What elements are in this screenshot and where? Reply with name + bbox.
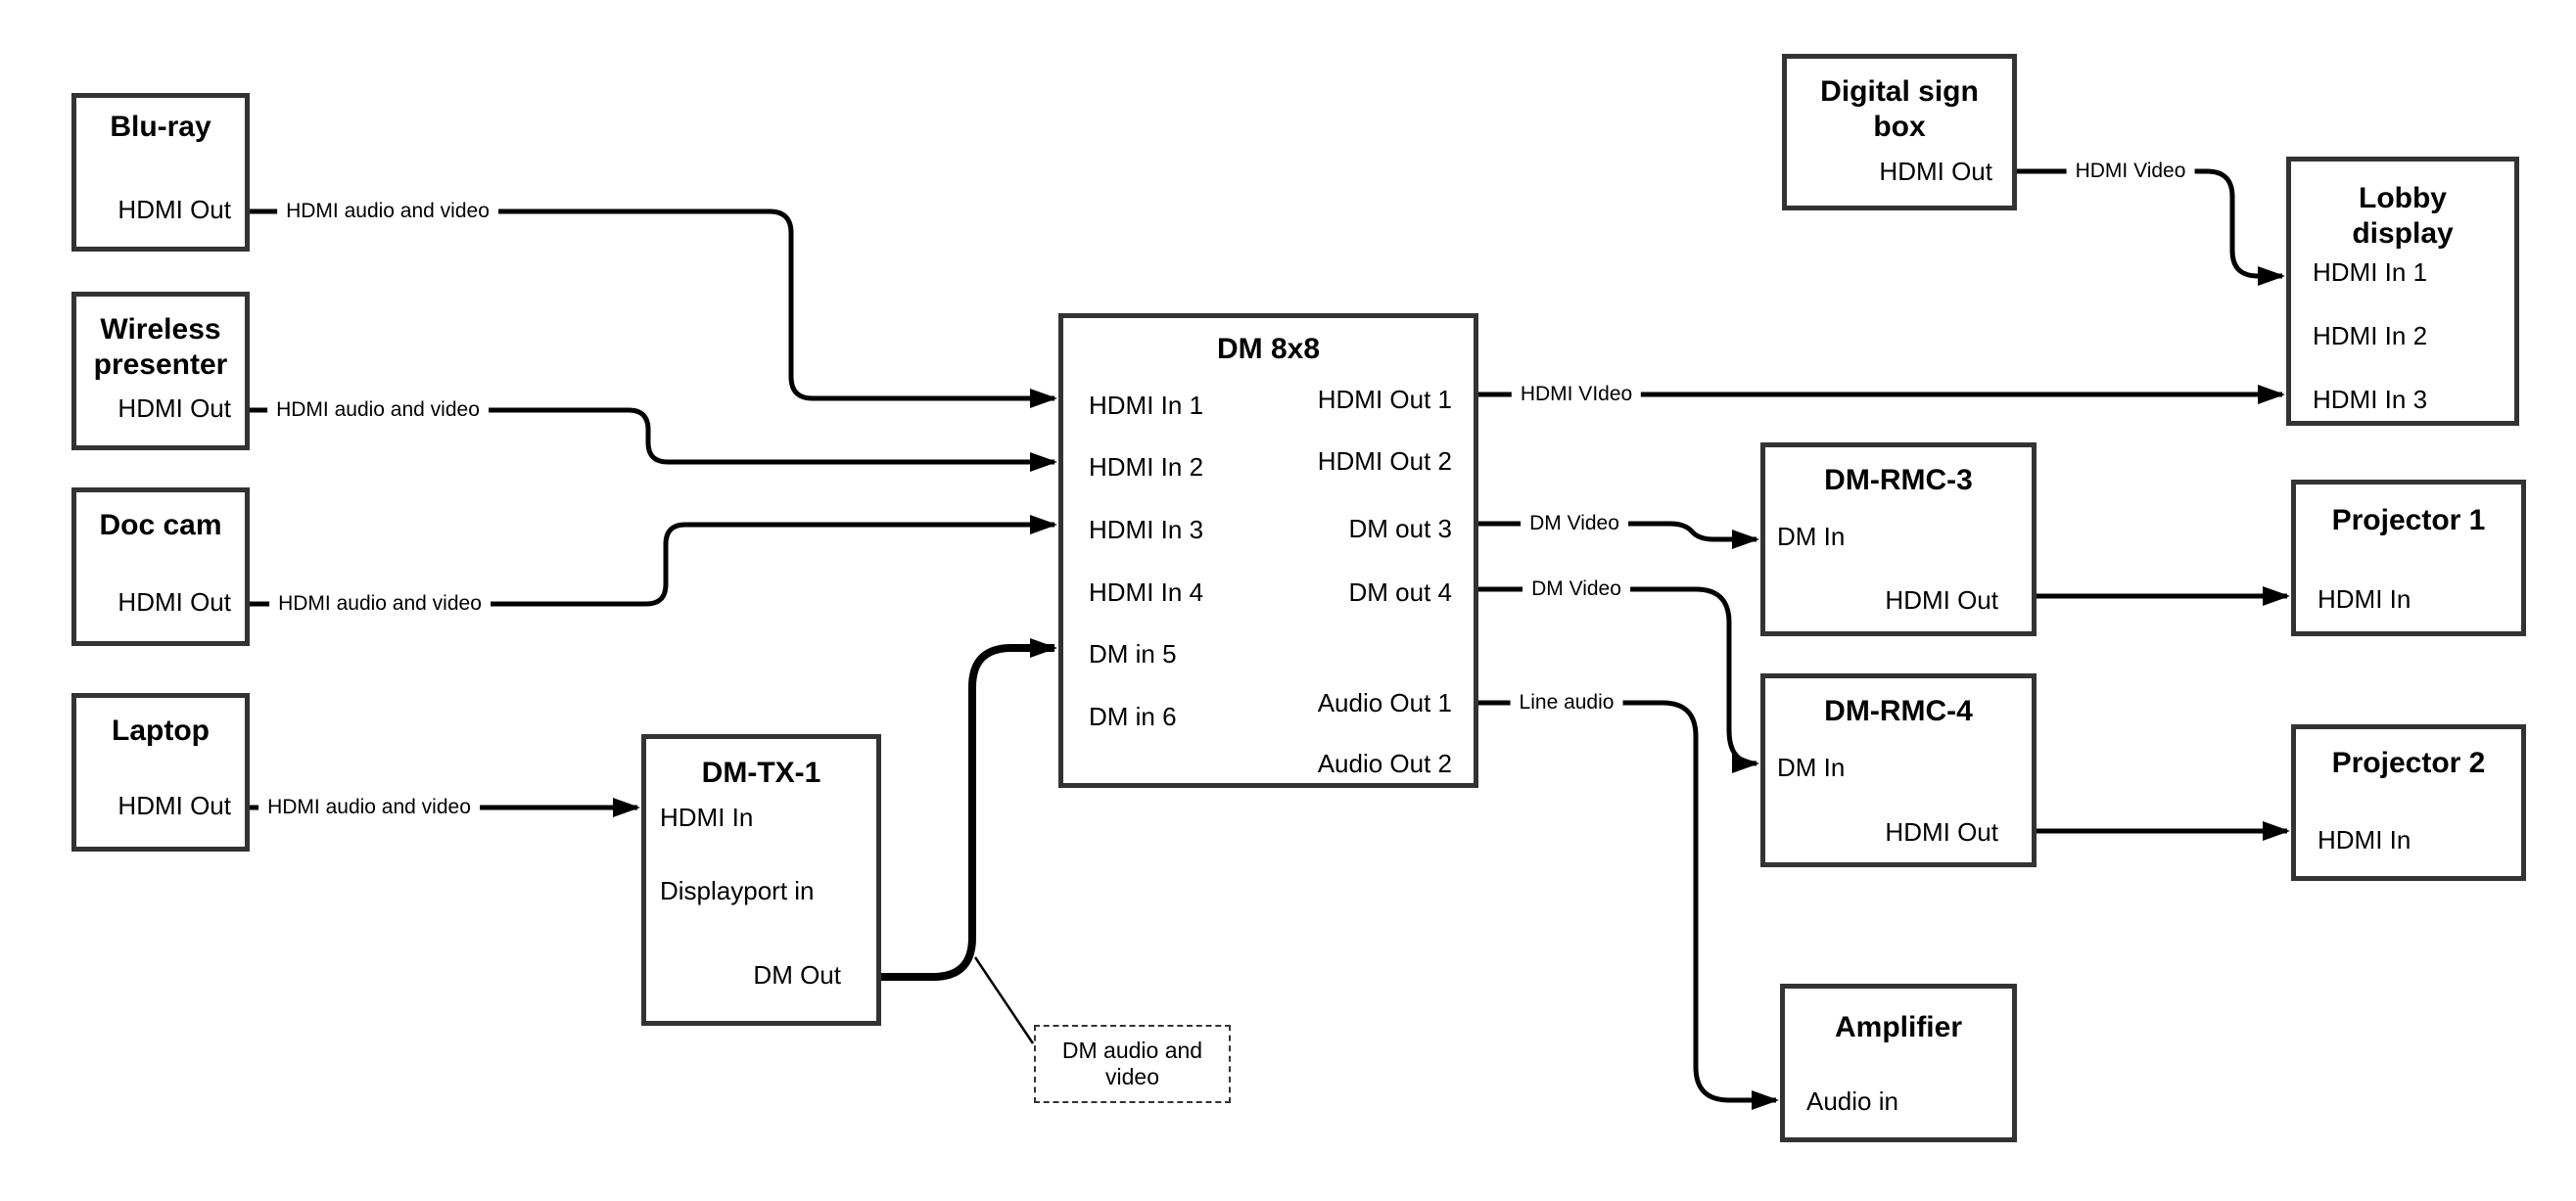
wire-doccam-to-dm8x8-in3 [250, 515, 1057, 607]
node-rmc4-title: DM-RMC-4 [1824, 695, 1973, 727]
port-proj2-hdmi-in: HDMI In [2318, 825, 2412, 855]
note-line1: DM audio and [1061, 1038, 1203, 1063]
port-lobby-hdmi-in3: HDMI In 3 [2313, 385, 2428, 414]
node-lobby-title-line1: Lobby [2359, 182, 2447, 214]
wire-label-wireless: HDMI audio and video [267, 397, 489, 423]
node-lobby-display: Lobby display HDMI In 1 HDMI In 2 HDMI I… [2286, 157, 2519, 426]
node-doccam-title: Doc cam [99, 509, 222, 541]
port-dmtx1-dm-out: DM Out [753, 960, 841, 990]
node-dmtx1: DM-TX-1 HDMI In Displayport in DM Out [641, 734, 881, 1026]
node-doccam: Doc cam HDMI Out [71, 487, 250, 646]
node-amp-title: Amplifier [1834, 1011, 1963, 1043]
port-wireless-hdmi-out: HDMI Out [117, 393, 231, 423]
port-sign-hdmi-out: HDMI Out [1879, 157, 1992, 186]
note-dm-audio-and-video: DM audio and video [1034, 1025, 1231, 1103]
node-sign-title: Digital sign box [1787, 74, 2012, 145]
node-dmtx1-title: DM-TX-1 [701, 757, 821, 789]
port-rmc3-dm-in: DM In [1777, 522, 1846, 551]
node-dm8x8-title: DM 8x8 [1216, 333, 1321, 365]
wire-bluray-to-dm8x8-in1 [250, 208, 1057, 408]
node-wireless-presenter: Wireless presenter HDMI Out [71, 292, 250, 450]
node-wireless-title-line1: Wireless [100, 313, 221, 346]
node-projector2: Projector 2 HDMI In [2291, 724, 2526, 881]
wire-label-dm-video-out3: DM Video [1521, 511, 1628, 536]
port-bluray-hdmi-out: HDMI Out [117, 195, 231, 224]
node-sign-title-line1: Digital sign [1820, 75, 1979, 108]
node-proj2-title: Projector 2 [2331, 747, 2486, 779]
node-laptop-title: Laptop [112, 715, 210, 747]
node-dm8x8: DM 8x8 HDMI In 1 HDMI In 2 HDMI In 3 HDM… [1058, 313, 1478, 788]
node-wireless-title: Wireless presenter [76, 312, 245, 383]
port-rmc3-hdmi-out: HDMI Out [1885, 585, 1998, 615]
note-leader-line [973, 956, 1035, 1044]
port-dm8x8-audio-out1: Audio Out 1 [1317, 688, 1452, 717]
port-dm8x8-audio-out2: Audio Out 2 [1317, 749, 1452, 778]
wire-label-dm-video-out4: DM Video [1522, 577, 1630, 602]
node-rmc3-title: DM-RMC-3 [1824, 464, 1973, 496]
wire-label-line-audio: Line audio [1510, 690, 1623, 716]
port-dm8x8-dm-in5: DM in 5 [1089, 639, 1177, 669]
wire-label-laptop: HDMI audio and video [258, 795, 480, 820]
node-sign-title-line2: box [1873, 111, 1926, 143]
wire-label-doccam: HDMI audio and video [269, 591, 491, 617]
port-lobby-hdmi-in1: HDMI In 1 [2313, 257, 2428, 287]
note-line2: video [1105, 1064, 1159, 1089]
port-dm8x8-dm-out3: DM out 3 [1348, 514, 1453, 543]
port-dmtx1-hdmi-in: HDMI In [660, 803, 754, 832]
port-dm8x8-dm-out4: DM out 4 [1348, 577, 1453, 607]
port-dm8x8-hdmi-in3: HDMI In 3 [1089, 515, 1204, 544]
node-lobby-title: Lobby display [2291, 181, 2514, 252]
wire-dm8x8-out3-to-rmc3 [1478, 521, 1759, 549]
node-bluray-title: Blu-ray [110, 111, 211, 143]
port-doccam-hdmi-out: HDMI Out [117, 587, 231, 617]
port-proj1-hdmi-in: HDMI In [2318, 584, 2412, 614]
node-digital-sign-box: Digital sign box HDMI Out [1782, 54, 2017, 210]
node-lobby-title-line2: display [2352, 217, 2454, 250]
wire-sign-to-lobby-in1 [2017, 168, 2285, 286]
port-rmc4-dm-in: DM In [1777, 753, 1846, 782]
node-projector1: Projector 1 HDMI In [2291, 480, 2526, 636]
port-amp-audio-in: Audio in [1806, 1086, 1898, 1116]
wire-label-hdmi-video-out1: HDMI VIdeo [1511, 382, 1642, 407]
node-wireless-title-line2: presenter [93, 348, 228, 381]
port-dm8x8-hdmi-in2: HDMI In 2 [1089, 452, 1204, 482]
wire-wireless-to-dm8x8-in2 [250, 407, 1057, 472]
wire-label-sign-hdmi-video: HDMI Video [2066, 159, 2195, 184]
node-rmc3: DM-RMC-3 DM In HDMI Out [1760, 442, 2037, 636]
port-dm8x8-hdmi-in4: HDMI In 4 [1089, 577, 1204, 607]
port-dm8x8-hdmi-out2: HDMI Out 2 [1317, 446, 1452, 476]
port-rmc4-hdmi-out: HDMI Out [1885, 817, 1998, 847]
node-amplifier: Amplifier Audio in [1780, 984, 2017, 1142]
port-laptop-hdmi-out: HDMI Out [117, 791, 231, 820]
port-dm8x8-hdmi-in1: HDMI In 1 [1089, 391, 1204, 420]
port-dm8x8-dm-in6: DM in 6 [1089, 702, 1177, 731]
port-dm8x8-hdmi-out1: HDMI Out 1 [1317, 385, 1452, 414]
port-dmtx1-displayport-in: Displayport in [660, 876, 815, 905]
wire-dmtx1-to-dm8x8-in5 [881, 638, 1057, 981]
wire-dm8x8-out4-to-rmc4 [1478, 586, 1759, 773]
node-proj1-title: Projector 1 [2331, 504, 2486, 536]
node-laptop: Laptop HDMI Out [71, 693, 250, 852]
wire-dm8x8-audio1-to-amp [1478, 700, 1779, 1110]
node-rmc4: DM-RMC-4 DM In HDMI Out [1760, 673, 2037, 867]
node-bluray: Blu-ray HDMI Out [71, 93, 250, 252]
wire-label-bluray: HDMI audio and video [277, 199, 498, 224]
port-lobby-hdmi-in2: HDMI In 2 [2313, 321, 2428, 350]
